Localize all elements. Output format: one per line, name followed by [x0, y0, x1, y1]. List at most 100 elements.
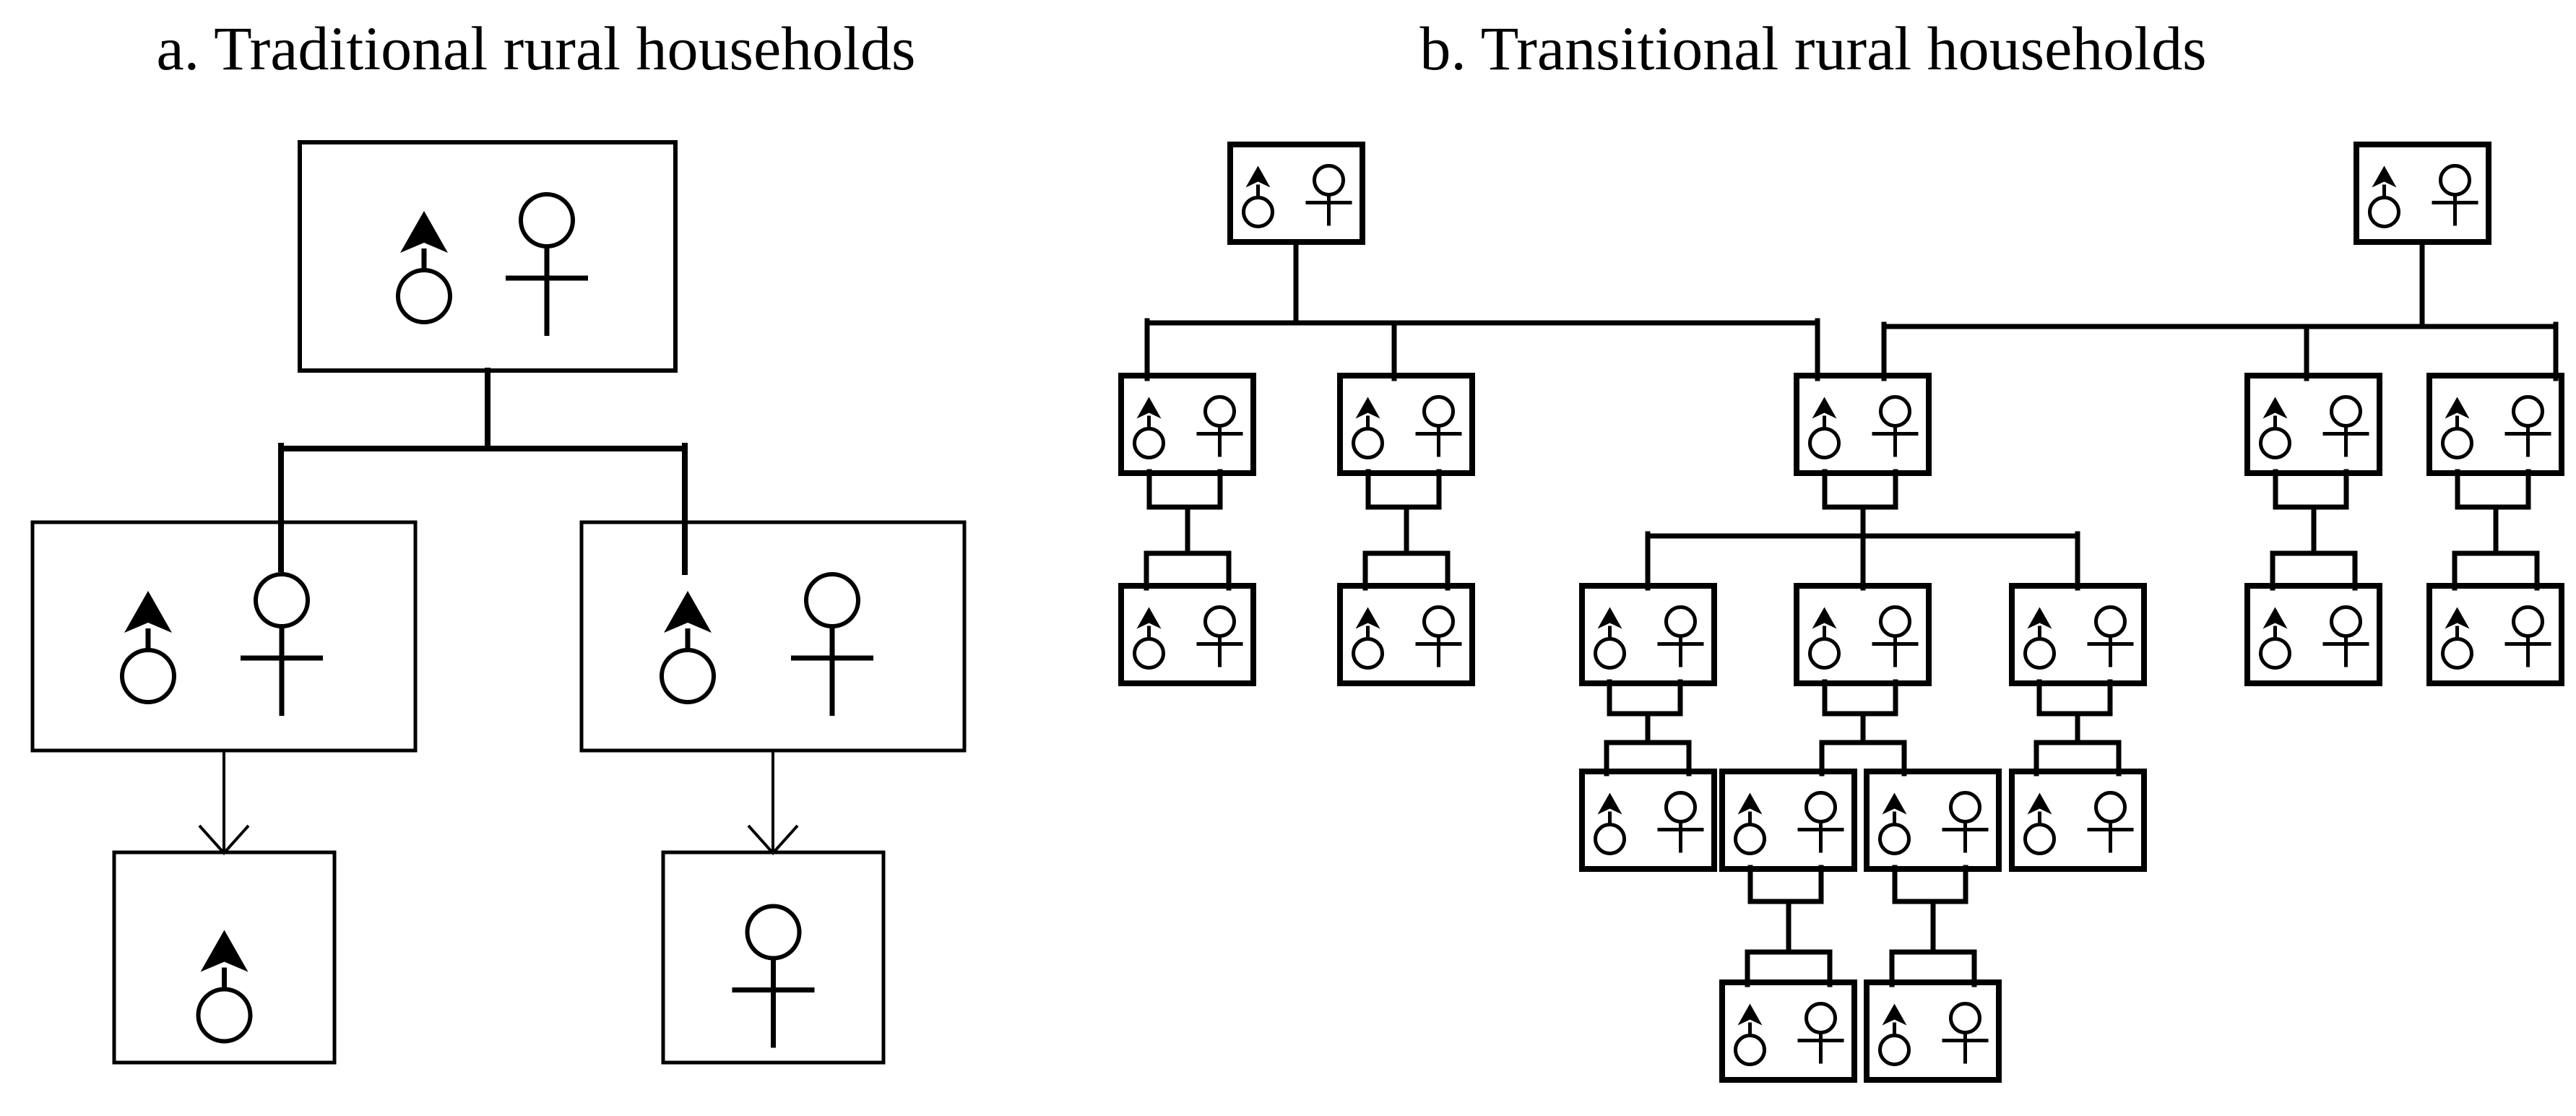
- b-bracket-upper: [1822, 469, 1898, 510]
- b-bracket-upper: [2036, 679, 2113, 717]
- male-icon: [2023, 792, 2056, 855]
- male-symbol-circle: [1133, 637, 1165, 670]
- male-symbol-arrowhead: [1245, 165, 1271, 188]
- male-symbol-arrowhead: [2262, 397, 2288, 419]
- b-gen3-box-5: [2426, 583, 2564, 686]
- female-icon: [1942, 1002, 1989, 1064]
- male-icon: [1734, 1003, 1766, 1066]
- female-icon: [2504, 605, 2551, 667]
- female-icon: [1872, 605, 1919, 667]
- male-symbol-arrowhead: [2027, 792, 2052, 815]
- female-icon: [2432, 164, 2478, 226]
- b-bracket-lower: [2270, 550, 2358, 591]
- male-symbol-arrowhead: [664, 591, 712, 633]
- male-symbol-arrowhead: [1812, 397, 1837, 419]
- male-icon: [1352, 397, 1384, 459]
- male-icon: [1594, 607, 1626, 670]
- b-gen4-box-2: [1719, 769, 1857, 872]
- female-icon: [1196, 605, 1243, 667]
- male-icon: [660, 591, 716, 704]
- male-icon: [1352, 607, 1384, 670]
- male-icon: [2259, 607, 2291, 670]
- b-bracket-lower: [1604, 740, 1692, 777]
- male-symbol-arrowhead: [2372, 165, 2397, 188]
- female-icon: [1415, 395, 1462, 457]
- b-bracket-upper: [2273, 469, 2349, 510]
- b-gen2-box-1: [1118, 373, 1256, 476]
- panel-a: a. Traditional rural households: [30, 14, 967, 1065]
- male-symbol-circle: [1734, 823, 1766, 855]
- male-icon: [120, 591, 176, 704]
- female-icon: [2087, 791, 2134, 853]
- female-icon: [1196, 395, 1243, 457]
- female-icon: [1942, 791, 1989, 853]
- male-symbol-circle: [1352, 637, 1384, 670]
- male-symbol-arrowhead: [2262, 607, 2288, 629]
- b-grandparents-left-box: [1227, 142, 1365, 245]
- female-icon: [1872, 395, 1919, 457]
- b-bracket-upper: [1822, 679, 1898, 717]
- b-gen2-box-2: [1337, 373, 1475, 476]
- male-symbol-arrowhead: [2027, 607, 2052, 629]
- male-symbol-arrowhead: [1882, 792, 1907, 815]
- female-icon: [1657, 605, 1704, 667]
- female-icon: [1797, 1002, 1844, 1064]
- b-bracket-upper: [1365, 469, 1442, 510]
- male-symbol-circle: [2023, 823, 2056, 855]
- male-icon: [1133, 607, 1165, 670]
- a-split-arrow-right-head: [747, 824, 799, 855]
- b-bracket-lower: [1144, 550, 1232, 591]
- female-icon: [1305, 164, 1352, 226]
- male-symbol-circle: [2023, 637, 2056, 670]
- male-symbol-arrowhead: [1737, 792, 1763, 815]
- male-symbol-circle: [1133, 427, 1165, 459]
- b-gen3-box-2: [1337, 583, 1475, 686]
- female-icon: [506, 192, 588, 336]
- male-icon: [1734, 792, 1766, 855]
- female-icon: [732, 904, 815, 1048]
- female-icon: [1797, 791, 1844, 853]
- b-gen4-box-1: [1579, 769, 1717, 872]
- male-icon: [1242, 165, 1274, 228]
- male-symbol-arrowhead: [1597, 792, 1622, 815]
- a-parents-box: [298, 140, 678, 373]
- b-bracket-upper: [2455, 469, 2531, 510]
- male-symbol-circle: [2441, 427, 2473, 459]
- panel-a-title: a. Traditional rural households: [156, 14, 915, 83]
- b-bracket-lower: [1889, 949, 1977, 987]
- male-symbol-arrowhead: [1136, 397, 1162, 419]
- male-symbol-arrowhead: [1597, 607, 1622, 629]
- b-bracket-lower: [1362, 550, 1451, 591]
- b-gen5-box-1: [1719, 979, 1857, 1083]
- male-symbol-circle: [2368, 196, 2400, 228]
- male-symbol-arrowhead: [2445, 397, 2470, 419]
- b-gen3-box-1: [1118, 583, 1256, 686]
- b-bracket-upper: [1607, 679, 1683, 717]
- male-symbol-arrowhead: [1882, 1003, 1907, 1026]
- b-grandparents-right-box: [2354, 142, 2491, 245]
- male-icon: [1808, 607, 1841, 670]
- male-icon: [1808, 397, 1841, 459]
- b-gen2-box-5: [2426, 373, 2564, 476]
- b-gen2-central-box: [1794, 373, 1932, 476]
- male-symbol-circle: [1594, 823, 1626, 855]
- panel-b-title: b. Transitional rural households: [1419, 14, 2206, 83]
- female-icon: [241, 572, 323, 716]
- male-symbol-arrowhead: [1136, 607, 1162, 629]
- male-icon: [2259, 397, 2291, 459]
- male-icon: [1133, 397, 1165, 459]
- b-bracket-lower: [1745, 949, 1833, 987]
- male-icon: [2023, 607, 2056, 670]
- b-gen4-box-3: [1864, 769, 2002, 872]
- b-bracket-upper: [1892, 865, 1968, 904]
- b-gen3-central-box-1: [1579, 583, 1717, 686]
- male-symbol-circle: [120, 648, 176, 704]
- male-symbol-circle: [2441, 637, 2473, 670]
- b-gen4-box-4: [2009, 769, 2147, 872]
- b-gen2-box-4: [2244, 373, 2382, 476]
- male-icon: [196, 930, 253, 1044]
- male-symbol-arrowhead: [400, 211, 448, 253]
- female-icon: [2322, 605, 2369, 667]
- male-symbol-circle: [1878, 1034, 1911, 1066]
